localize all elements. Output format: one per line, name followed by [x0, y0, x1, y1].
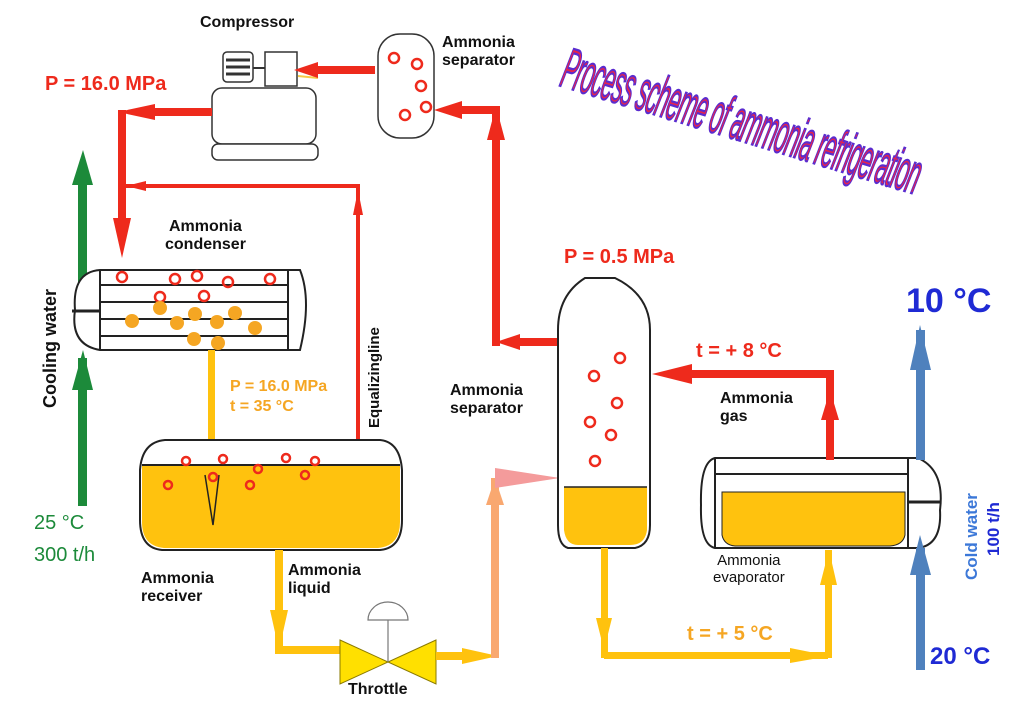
flow-arrow-to-compressor: [294, 62, 375, 78]
throttle-valve[interactable]: [339, 601, 437, 685]
liquid-temp-label: t = + 5 °C: [687, 623, 773, 645]
flow-arrow-discharge: [118, 104, 212, 120]
gas-label: Ammonia gas: [720, 390, 793, 426]
cold-water-outlet-temp: 10 °C: [906, 282, 992, 320]
cooling-water-label: Cooling water: [40, 288, 60, 408]
top-separator: [377, 33, 435, 139]
receiver-temp-label: t = 35 °C: [230, 398, 294, 415]
evaporator: [699, 457, 942, 549]
condenser: [72, 269, 307, 351]
equalizing-line-label: Equalizingline: [366, 327, 383, 428]
receiver-label: Ammonia receiver: [141, 570, 214, 606]
throttle-label: Throttle: [348, 681, 408, 698]
liquid-label: Ammonia liquid: [288, 562, 361, 598]
cooling-water-inlet-temp: 25 °C: [34, 512, 85, 534]
main-separator: [557, 277, 651, 549]
cold-water-label: Cold water: [962, 493, 981, 580]
separator-pressure-label: P = 0.5 MPa: [564, 246, 675, 268]
compressor-label: Compressor: [200, 14, 295, 31]
evaporator-label: Ammonia evaporator: [713, 552, 785, 587]
main-separator-label: Ammonia separator: [450, 382, 523, 418]
cold-water-inlet-temp: 20 °C: [930, 643, 991, 670]
gas-temp-label: t = + 8 °C: [696, 340, 782, 362]
receiver-pressure-label: P = 16.0 MPa: [230, 378, 328, 395]
compressor: [211, 51, 319, 161]
discharge-pressure-label: P = 16.0 MPa: [45, 73, 167, 95]
cooling-water-flow: 300 t/h: [34, 544, 96, 566]
cold-water-flow: 100 t/h: [984, 502, 1003, 556]
receiver: [139, 439, 403, 551]
diagram-title: Process scheme of ammonia refrigeration: [554, 0, 1024, 207]
top-separator-label: Ammonia separator: [442, 34, 515, 70]
condenser-label: Ammonia condenser: [165, 218, 246, 254]
